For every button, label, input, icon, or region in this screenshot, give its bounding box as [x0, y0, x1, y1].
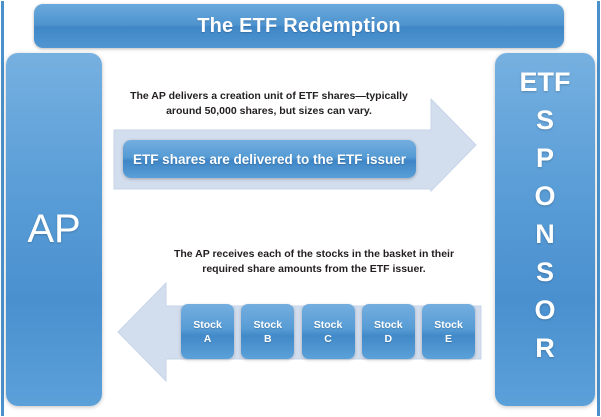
- stock-box-c[interactable]: Stock C: [301, 304, 355, 359]
- etf-shares-delivery-callout[interactable]: ETF shares are delivered to the ETF issu…: [123, 140, 416, 178]
- stock-box-a-letter: A: [203, 332, 212, 345]
- diagram-title-bar: The ETF Redemption: [34, 4, 564, 48]
- etf-sponsor-label-stack: ETF S P O N S O R: [520, 53, 571, 406]
- stock-box-a[interactable]: Stock A: [181, 304, 234, 359]
- etf-sponsor-letter-r: R: [535, 333, 555, 363]
- stock-box-e-letter: E: [444, 332, 452, 345]
- stock-box-c-name: Stock: [313, 318, 343, 331]
- page-title: The ETF Redemption: [197, 14, 401, 37]
- stock-box-b-name: Stock: [253, 318, 283, 331]
- upper-flow-caption: The AP delivers a creation unit of ETF s…: [130, 90, 408, 117]
- etf-shares-delivery-callout-label: ETF shares are delivered to the ETF issu…: [132, 151, 407, 167]
- etf-sponsor-letter-o1: O: [534, 181, 556, 211]
- stock-basket-row: Stock A Stock B Stock C Stock D Stock E: [181, 304, 475, 359]
- frame-edge-right: [597, 1, 600, 416]
- stock-box-c-letter: C: [324, 332, 332, 345]
- stock-box-b[interactable]: Stock B: [241, 304, 295, 359]
- etf-sponsor-letter-o2: O: [534, 295, 556, 325]
- stock-box-a-name: Stock: [193, 318, 222, 331]
- etf-sponsor-line-1: ETF: [519, 67, 571, 97]
- etf-sponsor-entity-box[interactable]: ETF S P O N S O R: [495, 53, 595, 406]
- ap-entity-box[interactable]: AP: [6, 53, 102, 406]
- etf-sponsor-letter-s1: S: [535, 105, 554, 135]
- stock-box-e-name: Stock: [434, 318, 463, 331]
- stock-box-e[interactable]: Stock E: [422, 304, 475, 359]
- etf-sponsor-letter-n: N: [535, 219, 555, 249]
- etf-sponsor-letter-p: P: [535, 143, 554, 173]
- lower-flow-caption: The AP receives each of the stocks in th…: [173, 248, 455, 275]
- ap-label: AP: [27, 207, 81, 251]
- stock-box-b-letter: B: [263, 332, 272, 345]
- stock-box-d-name: Stock: [373, 318, 403, 331]
- stock-box-d-letter: D: [384, 332, 393, 345]
- frame-edge-left: [1, 1, 4, 416]
- etf-sponsor-letter-s2: S: [535, 257, 554, 287]
- stock-box-d[interactable]: Stock D: [361, 304, 415, 359]
